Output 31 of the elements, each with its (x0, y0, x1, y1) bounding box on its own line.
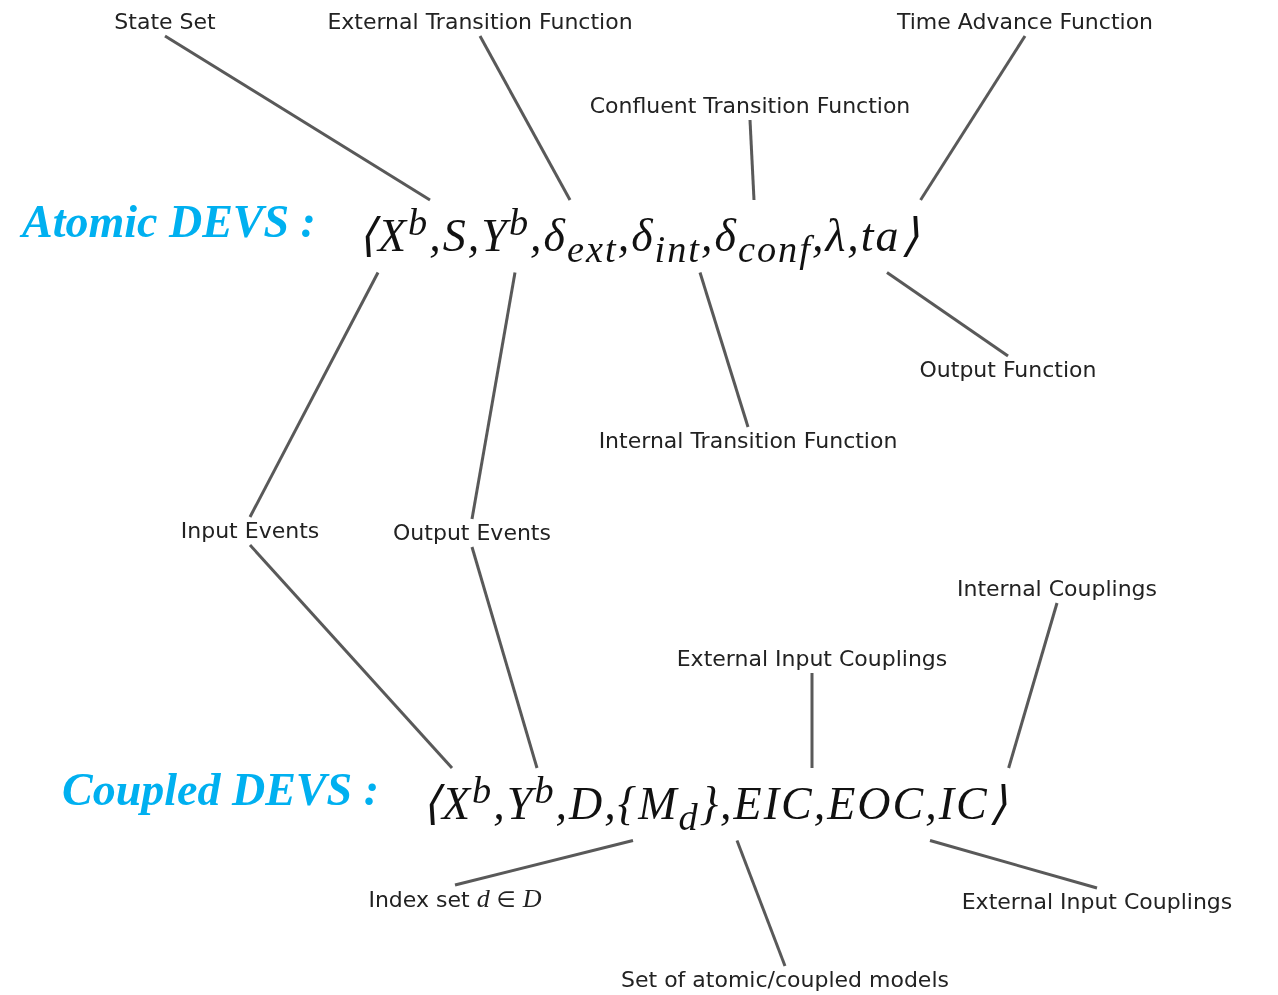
formula: ⟨X$^{b}$,Y$^{b}$,D,{M$_{d}$},EIC,EOC,IC⟩ (422, 762, 1009, 845)
annotation-text: Index set d ∈ D (368, 885, 542, 914)
leader-line (454, 839, 634, 887)
leader-line (470, 546, 539, 769)
leader-line (919, 35, 1027, 201)
leader-line (1007, 602, 1059, 769)
annotation-text: External Input Couplings (676, 645, 948, 673)
annotation-text: External Transition Function (327, 8, 633, 36)
annotation-text: Internal Couplings (956, 575, 1158, 603)
leader-line (735, 840, 787, 967)
leader-line (698, 272, 750, 428)
annotation-text: Output Events (393, 519, 551, 547)
leader-line (248, 544, 454, 769)
leader-line (164, 34, 431, 202)
annotation-text: External Input Couplings (961, 888, 1233, 916)
formula-title: Coupled DEVS : (62, 763, 379, 817)
leader-line (748, 119, 756, 201)
leader-line (929, 839, 1098, 890)
formula: ⟨X$^{b}$,S,Y$^{b}$,δ$_{ext}$,δ$_{int}$,δ$_{conf}$,λ,ta⟩ (358, 194, 921, 277)
leader-line (248, 271, 380, 518)
leader-line (478, 35, 572, 201)
annotation-text: Internal Transition Function (598, 427, 898, 455)
annotation-text: State Set (114, 8, 216, 36)
annotation-text: Input Events (180, 517, 320, 545)
annotation-text: Set of atomic/coupled models (621, 966, 949, 994)
leader-line (810, 673, 814, 768)
leader-line (470, 272, 517, 520)
leader-line (886, 271, 1009, 358)
annotation-text: Confluent Transition Function (589, 92, 911, 120)
annotation-text: Time Advance Function (896, 8, 1154, 36)
annotation-text: Output Function (919, 356, 1097, 384)
